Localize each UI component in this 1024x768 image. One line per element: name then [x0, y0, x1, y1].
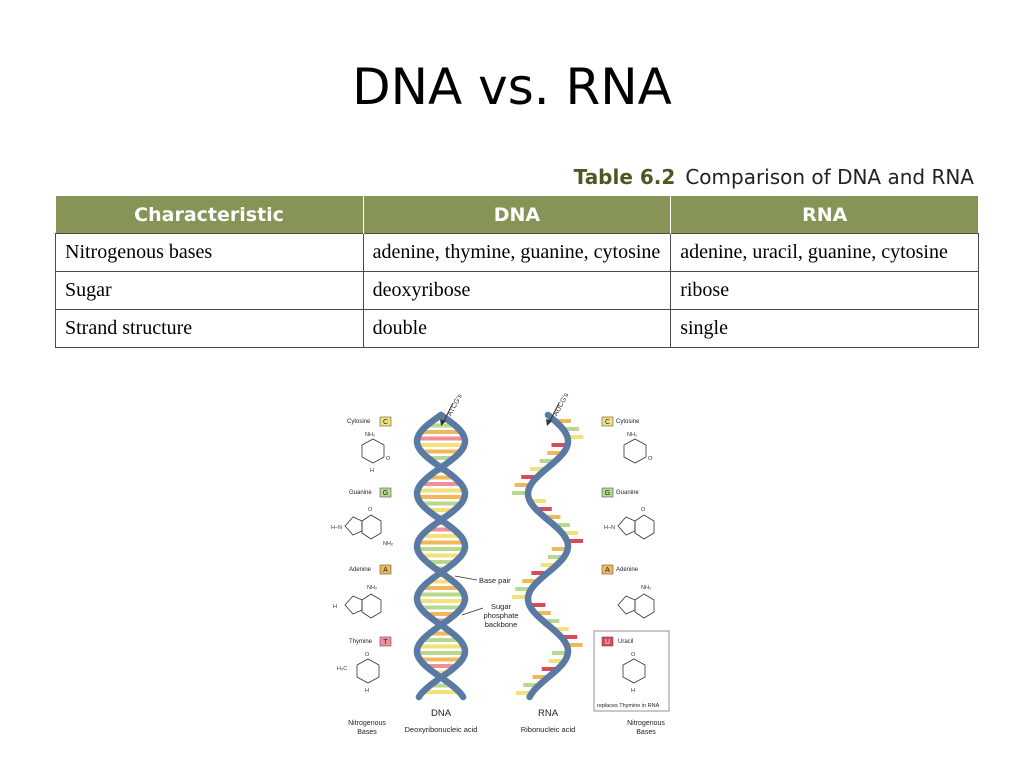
right-cytosine-letter: C [605, 419, 610, 426]
guanine-structure-left [344, 514, 382, 540]
chem-nh2-rc: NH₂ [627, 432, 637, 438]
right-cytosine-swatch [601, 416, 614, 427]
left-thymine-name: Thymine [349, 639, 373, 645]
table-row: Nitrogenous bases adenine, thymine, guan… [55, 233, 979, 272]
left-cytosine-name: Cytosine [347, 419, 371, 425]
chem-nh2: NH₂ [365, 432, 375, 438]
right-guanine-swatch [601, 487, 614, 498]
chem-o-t: O [365, 652, 370, 658]
table-row: Sugar deoxyribose ribose [55, 271, 979, 310]
rna-subtitle: Ribonucleic acid [521, 725, 576, 734]
dna-rna-figure: ATCG's AUCG's Base pair Sugar phosphate … [325, 393, 685, 743]
dna-arrow [442, 402, 454, 424]
chem-o-rg: O [641, 507, 646, 513]
backbone-leader [461, 607, 484, 616]
adenine-structure-left [344, 593, 382, 619]
right-uracil-swatch [601, 636, 614, 647]
chem-hn-rg: H–N [604, 525, 615, 531]
table-cell: Nitrogenous bases [55, 233, 364, 272]
rna-arrowhead [546, 419, 552, 426]
base-pair-label: Base pair [479, 576, 511, 585]
dna-rna-diagram: ATCG's AUCG's Base pair Sugar phosphate … [331, 393, 670, 736]
left-bases-label-2: Bases [357, 729, 377, 736]
chem-nh2-ra: NH₂ [641, 585, 651, 591]
table-caption-label: Table 6.2 [573, 165, 676, 189]
rna-arrow [548, 402, 560, 424]
table-cell: adenine, uracil, guanine, cytosine [670, 233, 979, 272]
chem-o-g: O [368, 507, 373, 513]
table-caption: Table 6.2 Comparison of DNA and RNA [574, 165, 974, 189]
uracil-structure [622, 658, 646, 684]
right-adenine-swatch [601, 564, 614, 575]
adenine-structure-right [617, 593, 655, 619]
dna-title: DNA [431, 708, 452, 719]
right-uracil-name: Uracil [618, 639, 633, 645]
dna-arrow-label: ATCG's [446, 393, 464, 417]
left-guanine-swatch [379, 487, 392, 498]
right-uracil-letter: U [605, 639, 610, 646]
chem-o: O [386, 456, 391, 462]
chem-h: H [370, 468, 374, 474]
left-adenine-name: Adenine [349, 567, 372, 573]
dna-arrowhead [440, 419, 446, 426]
left-adenine-letter: A [383, 567, 388, 574]
left-cytosine-swatch [379, 416, 392, 427]
table-header-row: Characteristic DNA RNA [55, 196, 979, 234]
right-guanine-name: Guanine [616, 490, 639, 496]
chem-h-a: H [333, 604, 337, 610]
chem-nh2-g: NH₂ [383, 541, 393, 547]
left-thymine-swatch [379, 636, 392, 647]
dna-strand-2 [413, 411, 469, 701]
cytosine-structure-right [623, 438, 647, 464]
column-header-rna: RNA [670, 196, 979, 234]
base-pair-leader [454, 575, 478, 581]
left-cytosine-letter: C [383, 419, 388, 426]
chem-h-u: H [631, 688, 635, 694]
chem-h-t: H [365, 688, 369, 694]
table-cell: Sugar [55, 271, 364, 310]
left-guanine-letter: G [383, 490, 388, 497]
left-guanine-name: Guanine [349, 490, 372, 496]
comparison-table: Characteristic DNA RNA Nitrogenous bases… [55, 196, 979, 348]
backbone-label-2: phosphate [483, 611, 518, 620]
table-cell: Strand structure [55, 309, 364, 348]
table-cell: adenine, thymine, guanine, cytosine [362, 233, 672, 272]
right-adenine-letter: A [605, 567, 610, 574]
right-cytosine-name: Cytosine [616, 419, 640, 425]
chem-o-rc: O [648, 456, 653, 462]
table-cell: single [670, 309, 979, 348]
chem-h3c: H₃C [337, 666, 347, 672]
rna-arrow-label: AUCG's [552, 393, 570, 417]
uracil-note: replaces Thymine in RNA [597, 703, 660, 709]
table-cell: ribose [670, 271, 979, 310]
table-caption-text: Comparison of DNA and RNA [685, 165, 974, 189]
dna-strand-1 [413, 411, 469, 701]
rna-strand [524, 411, 572, 701]
column-header-dna: DNA [363, 196, 672, 234]
left-adenine-swatch [379, 564, 392, 575]
rna-title: RNA [538, 708, 559, 719]
chem-o-u: O [631, 652, 636, 658]
right-bases-label-1: Nitrogenous [627, 720, 665, 727]
table-cell: deoxyribose [362, 271, 672, 310]
right-adenine-name: Adenine [616, 567, 639, 573]
table-cell: double [362, 309, 672, 348]
thymine-structure-left [356, 658, 380, 684]
cytosine-structure-left [361, 438, 385, 464]
right-bases-label-2: Bases [636, 729, 656, 736]
left-bases-label-1: Nitrogenous [348, 720, 386, 727]
table-row: Strand structure double single [55, 309, 979, 348]
page-title: DNA vs. RNA [352, 58, 672, 116]
chem-hn: H–N [331, 525, 342, 531]
column-header-characteristic: Characteristic [55, 196, 364, 234]
right-guanine-letter: G [605, 490, 610, 497]
backbone-label-3: backbone [485, 620, 518, 629]
chem-nh2-a: NH₂ [367, 585, 377, 591]
dna-subtitle: Deoxyribonucleic acid [405, 725, 478, 734]
backbone-label-1: Sugar [491, 602, 512, 611]
left-thymine-letter: T [383, 639, 388, 646]
guanine-structure-right [617, 514, 655, 540]
